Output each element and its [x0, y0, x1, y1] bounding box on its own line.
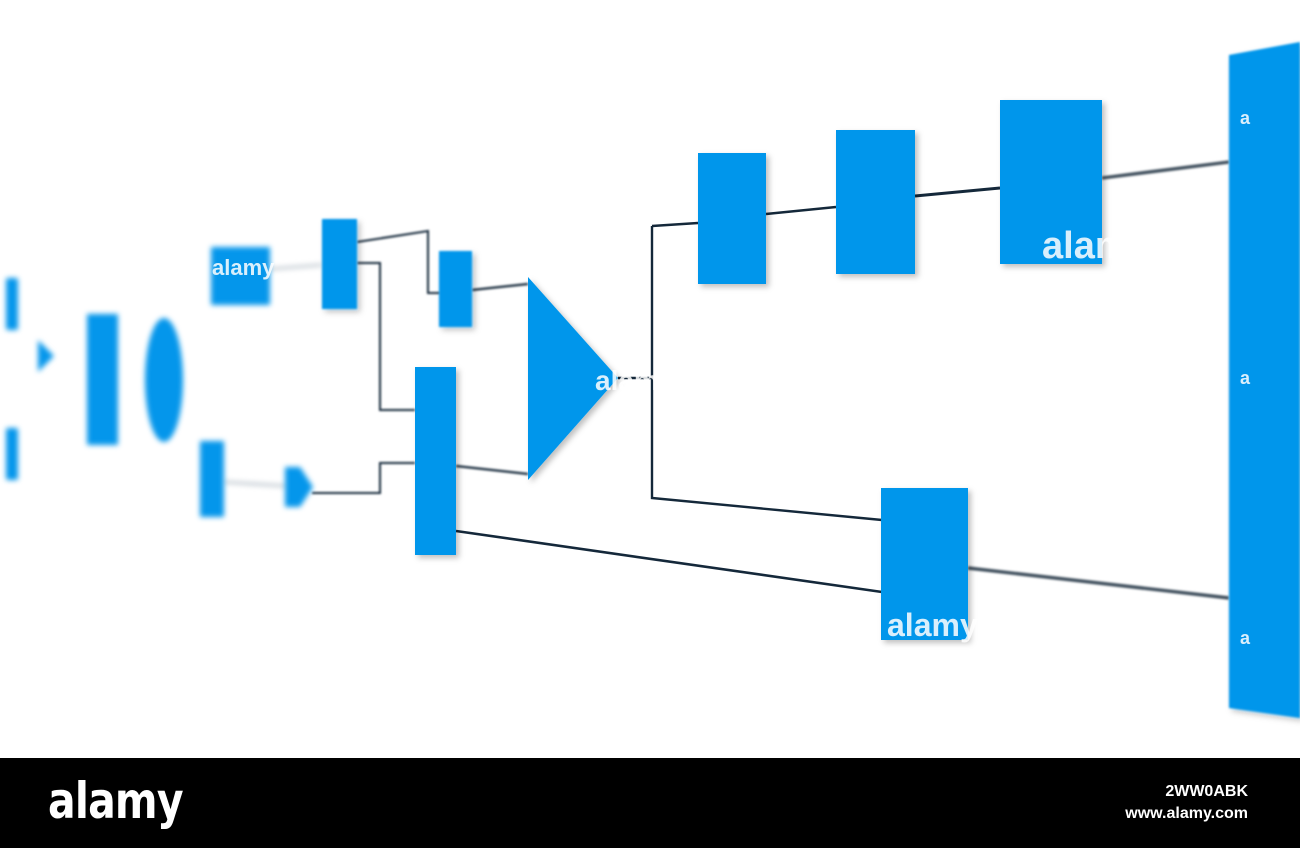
image-id: 2WW0ABK: [1165, 783, 1248, 800]
brand-logo: alamy: [48, 772, 184, 830]
delay-shape: [285, 467, 313, 507]
watermark-text: alamy: [887, 607, 978, 643]
merge-triangle: [38, 340, 54, 372]
process-box: [6, 428, 18, 480]
process-box: [698, 153, 766, 284]
shape-group-near: [698, 42, 1300, 718]
connector-line: [455, 464, 529, 476]
process-box: [211, 247, 270, 305]
process-box: [322, 219, 357, 309]
shape-group-mid: [322, 219, 618, 555]
process-box: [439, 251, 472, 327]
connector-line: [269, 264, 323, 270]
connector-line: [651, 221, 699, 228]
merge-triangle: [528, 277, 618, 480]
process-box: [881, 488, 968, 640]
connector-line: [455, 529, 883, 594]
watermark-text: alamy: [212, 255, 275, 280]
shape-group-far: [6, 247, 313, 517]
flowchart-diagram: alamy alamy alamy alamy a a a: [6, 42, 1300, 718]
process-box: [415, 367, 456, 555]
watermark-text: a: [1240, 108, 1251, 128]
site-url: www.alamy.com: [1125, 805, 1248, 822]
process-box: [836, 130, 915, 274]
connector-line: [1101, 160, 1230, 180]
footer-bar: alamy 2WW0ABK www.alamy.com: [0, 758, 1300, 848]
process-box: [200, 441, 224, 517]
connector-line: [357, 262, 415, 411]
watermark-text: alamy: [1042, 225, 1150, 267]
process-box: [6, 278, 18, 330]
watermark-text: a: [1240, 628, 1251, 648]
connector-line: [223, 481, 287, 487]
process-box: [1000, 100, 1102, 264]
connector-line: [914, 186, 1001, 198]
connector-line: [765, 205, 837, 216]
terminal-box: [1229, 42, 1300, 718]
process-box: [87, 314, 118, 445]
watermark-overlay: alamy alamy alamy alamy a a a: [212, 108, 1251, 648]
connector-line: [967, 566, 1230, 600]
connector-line: [471, 282, 529, 292]
connector-line: [312, 462, 415, 494]
connector-lines: [223, 160, 1230, 600]
connector-line: [356, 229, 440, 294]
watermark-text: alamy: [595, 365, 675, 396]
connector-line: [650, 226, 883, 522]
watermark-text: a: [1240, 368, 1251, 388]
decision-ellipse: [145, 318, 183, 442]
